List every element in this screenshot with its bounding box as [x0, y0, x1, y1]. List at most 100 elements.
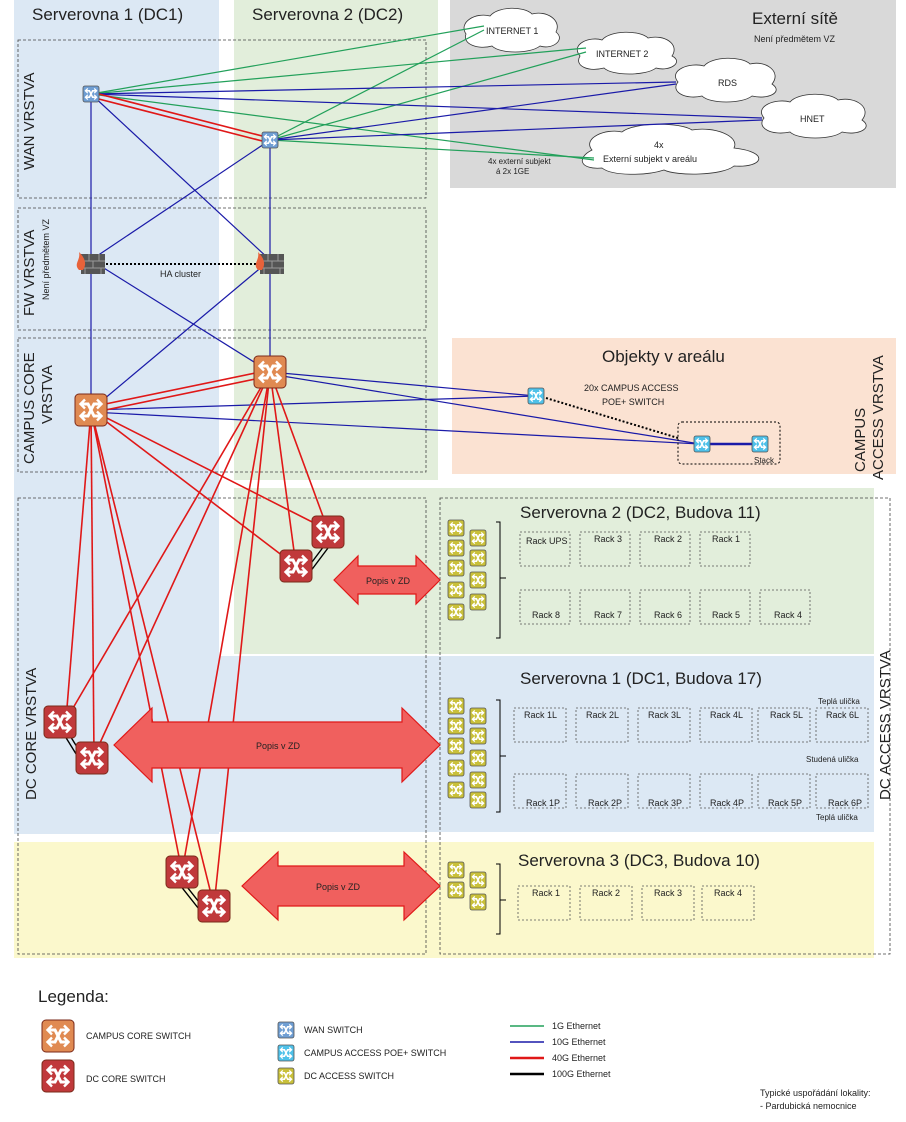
link-10g	[90, 411, 701, 445]
link-40g	[269, 371, 329, 531]
arrow-dc1-label: Popis v ZD	[256, 741, 301, 751]
dc-access-switch	[448, 582, 464, 598]
campus-access-stack-switch-2	[752, 436, 768, 452]
legend-wan-switch-label: WAN SWITCH	[304, 1025, 363, 1035]
link-1g	[90, 25, 485, 95]
rack-label: Rack UPS	[526, 536, 568, 546]
legend-dc-core-icon	[42, 1060, 74, 1092]
external-clouds	[463, 7, 867, 175]
dc3-bracket	[496, 863, 506, 935]
external-note: Není předmětem VZ	[754, 34, 836, 44]
dc2-room-title: Serverovna 2 (DC2, Budova 11)	[520, 503, 761, 522]
rack-label: Rack 6L	[826, 710, 859, 720]
dc-access-switch	[470, 872, 486, 888]
dc-core-switch-dc3-b	[198, 890, 230, 922]
rack-label: Rack 2L	[586, 710, 619, 720]
dc-access-switch	[448, 738, 464, 754]
rack: Rack 3L	[637, 707, 691, 743]
external-subject-label: Externí subjekt v areálu	[603, 154, 697, 164]
rds-label: RDS	[718, 78, 737, 88]
rack: Rack 7	[579, 589, 631, 625]
link-40g	[269, 371, 297, 567]
dc-access-switch	[470, 594, 486, 610]
internet-1-label: INTERNET 1	[486, 26, 538, 36]
links-10g	[90, 81, 763, 446]
link-10g	[269, 83, 677, 141]
rack-label: Rack 4P	[710, 798, 744, 808]
dc-access-switch	[470, 792, 486, 808]
rack-label: Rack 3P	[648, 798, 682, 808]
rack-label: Rack 1	[532, 888, 560, 898]
rack: Rack 5	[699, 589, 751, 625]
internet-2-label: INTERNET 2	[596, 49, 648, 59]
dc1-bracket	[496, 699, 506, 813]
link-10g	[269, 373, 701, 445]
dc1-title: Serverovna 1 (DC1)	[32, 5, 183, 24]
rack: Rack 4P	[699, 773, 753, 809]
dc-access-switch	[448, 540, 464, 556]
rack-label: Rack 5	[712, 610, 740, 620]
link-1g	[269, 51, 587, 141]
legend-footnote: Typické uspořádání lokality: - Pardubick…	[760, 1088, 873, 1111]
campus-access-layer-line1: CAMPUS	[852, 408, 869, 472]
campus-access-stack-switch-1	[694, 436, 710, 452]
link-10g	[90, 93, 763, 119]
rack-label: Rack 3	[594, 534, 622, 544]
dc-access-switch	[448, 882, 464, 898]
dc-access-switch	[470, 894, 486, 910]
link-40g	[181, 371, 271, 873]
link-10g	[90, 259, 271, 411]
rack-label: Rack 4	[774, 610, 802, 620]
link-1g	[269, 139, 595, 159]
external-subject-note-line1: 4x externí subjekt	[488, 157, 551, 166]
campus-access-layer-line2: ACCESS VRSTVA	[870, 355, 887, 480]
rack-label: Rack 3L	[648, 710, 681, 720]
external-subject-count: 4x	[654, 140, 664, 150]
campus-objects-zone	[452, 338, 896, 474]
dc-access-switch	[470, 572, 486, 588]
rack: Rack 3P	[637, 773, 691, 809]
rack-label: Rack 2	[654, 534, 682, 544]
legend-campus-access-icon	[278, 1045, 294, 1061]
rack-label: Rack 6P	[828, 798, 862, 808]
wan-layer-label: WAN VRSTVA	[21, 72, 38, 170]
dc-access-switch	[448, 560, 464, 576]
dc3-room-title: Serverovna 3 (DC3, Budova 10)	[518, 851, 760, 870]
rack: Rack 2P	[575, 773, 629, 809]
dc2-title: Serverovna 2 (DC2)	[252, 5, 403, 24]
fw-layer-label: FW VRSTVA	[21, 230, 38, 316]
legend-footnote-line2: - Pardubická nemocnice	[760, 1101, 857, 1111]
link-10g	[90, 81, 677, 95]
rack: Rack 6P	[815, 773, 869, 809]
campus-access-note-line1: 20x CAMPUS ACCESS	[584, 383, 679, 393]
dc-access-layer-frame	[439, 497, 891, 955]
rack-label: Rack 4	[714, 888, 742, 898]
arrow-dc2-label: Popis v ZD	[366, 576, 411, 586]
rack: Rack 3	[641, 885, 695, 921]
rack: Rack 2	[579, 885, 633, 921]
link-1g	[90, 93, 595, 161]
fw-layer-note: Není předmětem VZ	[41, 218, 51, 300]
campus-core-switch-dc1	[75, 394, 107, 426]
rack-label: Rack 5L	[770, 710, 803, 720]
dc-access-switch	[470, 708, 486, 724]
link-1g	[269, 29, 485, 141]
cloud-internet-1	[463, 7, 560, 53]
dc2-racks: Rack UPS Rack 3 Rack 2 Rack 1 Rack 8 Rac…	[519, 531, 811, 625]
campus-core-layer-line1: CAMPUS CORE	[21, 352, 38, 464]
link-1g	[90, 47, 587, 95]
link-40g	[90, 91, 271, 139]
dc1-racks: Rack 1L Rack 2L Rack 3L Rack 4L Rack 5L …	[513, 707, 869, 809]
arrow-dc3-label: Popis v ZD	[316, 882, 361, 892]
links-1g	[90, 25, 595, 161]
wan-switch-dc1	[83, 86, 99, 102]
legend-100g-label: 100G Ethernet	[552, 1069, 611, 1079]
rack-label: Rack 1P	[526, 798, 560, 808]
rack: Rack 8	[519, 589, 571, 625]
external-subject-note-line2: á 2x 1GE	[496, 167, 529, 176]
hnet-label: HNET	[800, 114, 825, 124]
rack: Rack 1	[517, 885, 571, 921]
link-40g	[90, 369, 271, 408]
dc2-bracket	[496, 521, 506, 639]
link-10g	[90, 139, 271, 261]
